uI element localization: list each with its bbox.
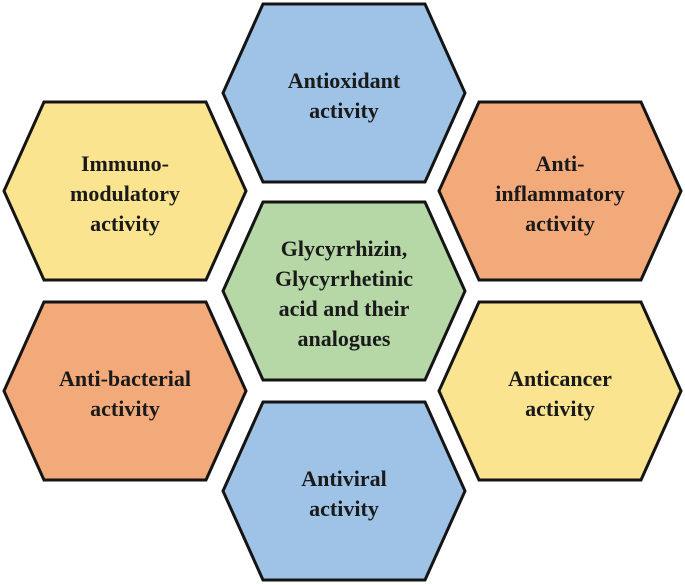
hexagon-polygon	[221, 400, 467, 582]
hexagon-polygon	[437, 100, 683, 282]
hexagon-antioxidant: Antioxidant activity	[221, 2, 467, 184]
hexagon-shape	[2, 300, 248, 482]
hexagon-polygon	[221, 200, 467, 382]
hexagon-anti-inflammatory: Anti- inflammatory activity	[437, 100, 683, 282]
hexagon-anticancer: Anticancer activity	[437, 300, 683, 482]
hexagon-polygon	[2, 100, 248, 282]
hexagon-center-glycyrrhizin: Glycyrrhizin, Glycyrrhetinic acid and th…	[221, 200, 467, 382]
hexagon-shape	[221, 200, 467, 382]
hexagon-antiviral: Antiviral activity	[221, 400, 467, 582]
hexagon-label-antioxidant: Antioxidant activity	[287, 68, 401, 123]
hexagon-label-anti-inflammatory: Anti- inflammatory activity	[495, 151, 625, 236]
hexagon-polygon	[221, 2, 467, 184]
hexagon-shape	[2, 100, 248, 282]
hexagon-label-antiviral: Antiviral activity	[301, 466, 387, 521]
hexagon-label-center: Glycyrrhizin, Glycyrrhetinic acid and th…	[274, 236, 414, 351]
hexagon-shape	[221, 2, 467, 184]
hexagon-shape	[437, 300, 683, 482]
hexagon-immuno-modulatory: Immuno- modulatory activity	[2, 100, 248, 282]
hexagon-shape	[437, 100, 683, 282]
hexagon-label-anti-bacterial: Anti-bacterial activity	[59, 366, 191, 421]
hexagon-label-immuno-modulatory: Immuno- modulatory activity	[70, 151, 180, 236]
hexagon-polygon	[437, 300, 683, 482]
hexagon-shape	[221, 400, 467, 582]
hexagon-polygon	[2, 300, 248, 482]
hexagon-label-anticancer: Anticancer activity	[508, 366, 612, 421]
hexagon-anti-bacterial: Anti-bacterial activity	[2, 300, 248, 482]
